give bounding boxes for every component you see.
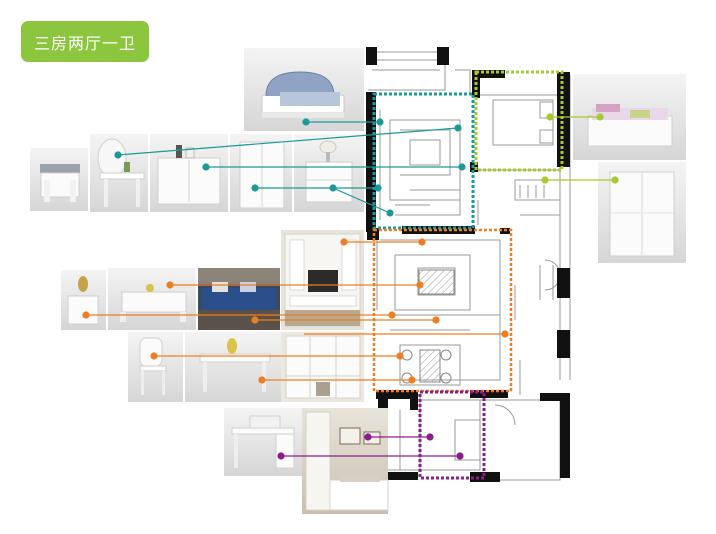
plan-lines: [367, 51, 571, 481]
photo-bed: [244, 48, 364, 131]
photo-stool: [30, 148, 88, 211]
walls: [366, 47, 570, 483]
title-badge: 三房两厅一卫: [21, 21, 149, 62]
floor-plan: [366, 47, 571, 483]
photo-cabinet: [150, 134, 228, 212]
photo-desk: [224, 408, 302, 476]
photo-dining-table: [185, 332, 281, 402]
photo-coffee-table: [108, 268, 196, 330]
zone-second-bedroom: [474, 70, 564, 172]
photo-vanity: [90, 134, 148, 212]
title-text: 三房两厅一卫: [33, 33, 136, 53]
chair-plan: [440, 349, 452, 361]
photo-sideboard: [281, 332, 364, 402]
photo-side-table: [61, 270, 106, 330]
photo-chair: [128, 332, 183, 402]
photo-nightstand: [294, 134, 364, 212]
photo-study-room: [302, 408, 389, 514]
zone-study: [418, 390, 486, 480]
coffee-table-plan: [418, 269, 455, 295]
photo-sofa: [198, 268, 280, 330]
connectors: [82, 113, 619, 460]
dining-table-plan: [419, 349, 441, 383]
photo-sliding-wardrobe: [598, 162, 686, 263]
photo-tv-wall: [281, 230, 364, 330]
zone-master-bedroom: [372, 92, 475, 230]
photo-wardrobe: [230, 134, 292, 212]
chair-plan: [440, 372, 452, 384]
chair-plan: [401, 349, 413, 361]
